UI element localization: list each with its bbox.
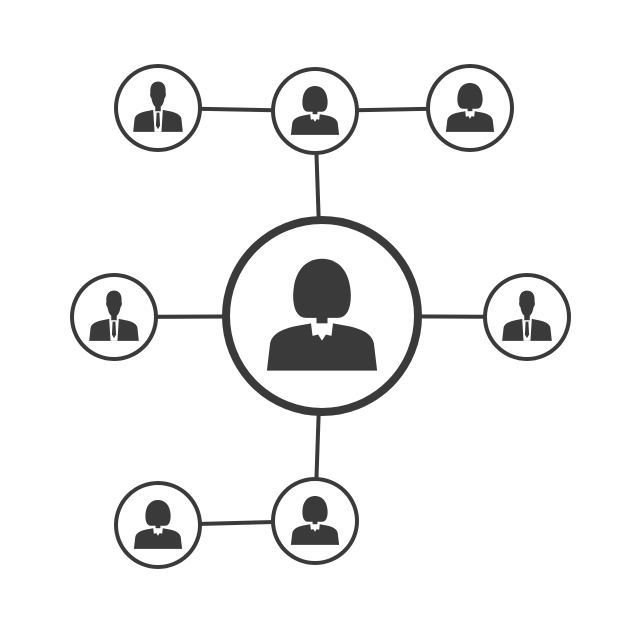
node-middle-right [483, 273, 571, 361]
node-top-middle [271, 67, 359, 155]
node-top-right [426, 64, 514, 152]
person-nodes [70, 64, 571, 569]
node-bottom-middle [271, 477, 359, 565]
node-bottom-left [114, 481, 202, 569]
node-middle-left [70, 273, 158, 361]
node-center [222, 216, 422, 416]
node-top-left [114, 64, 202, 152]
